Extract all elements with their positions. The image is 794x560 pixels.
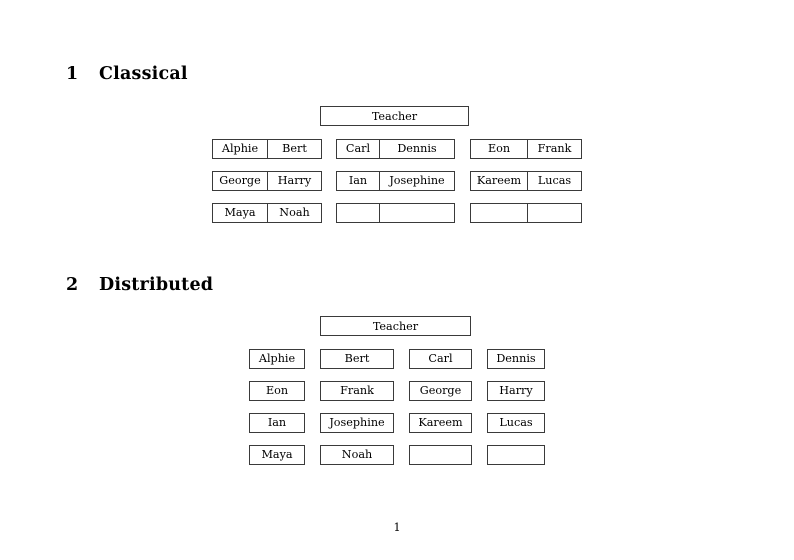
teacher-box-distributed[interactable]: Teacher xyxy=(320,316,471,336)
student-box[interactable]: Eon xyxy=(249,381,305,401)
section-heading-classical: 1 Classical xyxy=(66,64,188,84)
student-cell[interactable]: Maya xyxy=(212,203,268,223)
student-cell[interactable] xyxy=(487,445,545,465)
group-row[interactable] xyxy=(336,203,455,223)
student-box[interactable]: Carl xyxy=(409,349,472,369)
student-cell[interactable]: Ian xyxy=(249,413,305,433)
student-cell[interactable]: Alphie xyxy=(212,139,268,159)
group-row[interactable]: George Harry xyxy=(212,171,322,191)
student-cell[interactable]: Harry xyxy=(487,381,545,401)
group-row[interactable] xyxy=(470,203,582,223)
student-cell[interactable]: Noah xyxy=(267,203,322,223)
group-row[interactable]: Kareem Lucas xyxy=(470,171,582,191)
student-box[interactable]: Maya xyxy=(249,445,305,465)
student-cell[interactable]: Carl xyxy=(409,349,472,369)
student-box[interactable]: Frank xyxy=(320,381,394,401)
student-box[interactable]: Kareem xyxy=(409,413,472,433)
student-cell[interactable]: Lucas xyxy=(487,413,545,433)
section-title: Distributed xyxy=(99,275,214,295)
student-cell[interactable]: Carl xyxy=(336,139,380,159)
student-cell[interactable]: Frank xyxy=(527,139,582,159)
page-number: 1 xyxy=(393,521,401,534)
student-cell[interactable]: Lucas xyxy=(527,171,582,191)
student-cell[interactable]: Kareem xyxy=(470,171,528,191)
student-box[interactable]: Dennis xyxy=(487,349,545,369)
student-box[interactable]: Josephine xyxy=(320,413,394,433)
student-box[interactable]: Noah xyxy=(320,445,394,465)
student-cell[interactable]: Bert xyxy=(320,349,394,369)
student-cell[interactable]: George xyxy=(212,171,268,191)
student-cell[interactable]: Maya xyxy=(249,445,305,465)
student-cell[interactable]: Dennis xyxy=(379,139,455,159)
section-heading-distributed: 2 Distributed xyxy=(66,275,213,295)
student-box[interactable]: Alphie xyxy=(249,349,305,369)
student-cell[interactable]: Harry xyxy=(267,171,322,191)
teacher-label: Teacher xyxy=(320,316,471,336)
student-cell[interactable]: Bert xyxy=(267,139,322,159)
group-row[interactable]: Eon Frank xyxy=(470,139,582,159)
student-cell[interactable]: Josephine xyxy=(320,413,394,433)
student-cell[interactable]: Dennis xyxy=(487,349,545,369)
student-box[interactable]: Harry xyxy=(487,381,545,401)
group-row[interactable]: Carl Dennis xyxy=(336,139,455,159)
student-cell[interactable]: Kareem xyxy=(409,413,472,433)
student-cell[interactable] xyxy=(336,203,380,223)
student-cell[interactable]: Noah xyxy=(320,445,394,465)
student-box[interactable] xyxy=(409,445,472,465)
student-box[interactable] xyxy=(487,445,545,465)
teacher-label: Teacher xyxy=(320,106,469,126)
student-cell[interactable] xyxy=(409,445,472,465)
student-cell[interactable] xyxy=(527,203,582,223)
teacher-box-classical[interactable]: Teacher xyxy=(320,106,469,126)
student-box[interactable]: Bert xyxy=(320,349,394,369)
student-cell[interactable]: Eon xyxy=(249,381,305,401)
student-box[interactable]: Ian xyxy=(249,413,305,433)
section-title: Classical xyxy=(99,64,188,84)
student-cell[interactable]: Alphie xyxy=(249,349,305,369)
section-number: 1 xyxy=(66,64,79,84)
student-cell[interactable] xyxy=(470,203,528,223)
student-cell[interactable] xyxy=(379,203,455,223)
group-row[interactable]: Alphie Bert xyxy=(212,139,322,159)
student-cell[interactable]: Frank xyxy=(320,381,394,401)
student-cell[interactable]: Ian xyxy=(336,171,380,191)
student-cell[interactable]: George xyxy=(409,381,472,401)
student-cell[interactable]: Josephine xyxy=(379,171,455,191)
student-box[interactable]: George xyxy=(409,381,472,401)
group-row[interactable]: Ian Josephine xyxy=(336,171,455,191)
student-box[interactable]: Lucas xyxy=(487,413,545,433)
group-row[interactable]: Maya Noah xyxy=(212,203,322,223)
section-number: 2 xyxy=(66,275,79,295)
student-cell[interactable]: Eon xyxy=(470,139,528,159)
